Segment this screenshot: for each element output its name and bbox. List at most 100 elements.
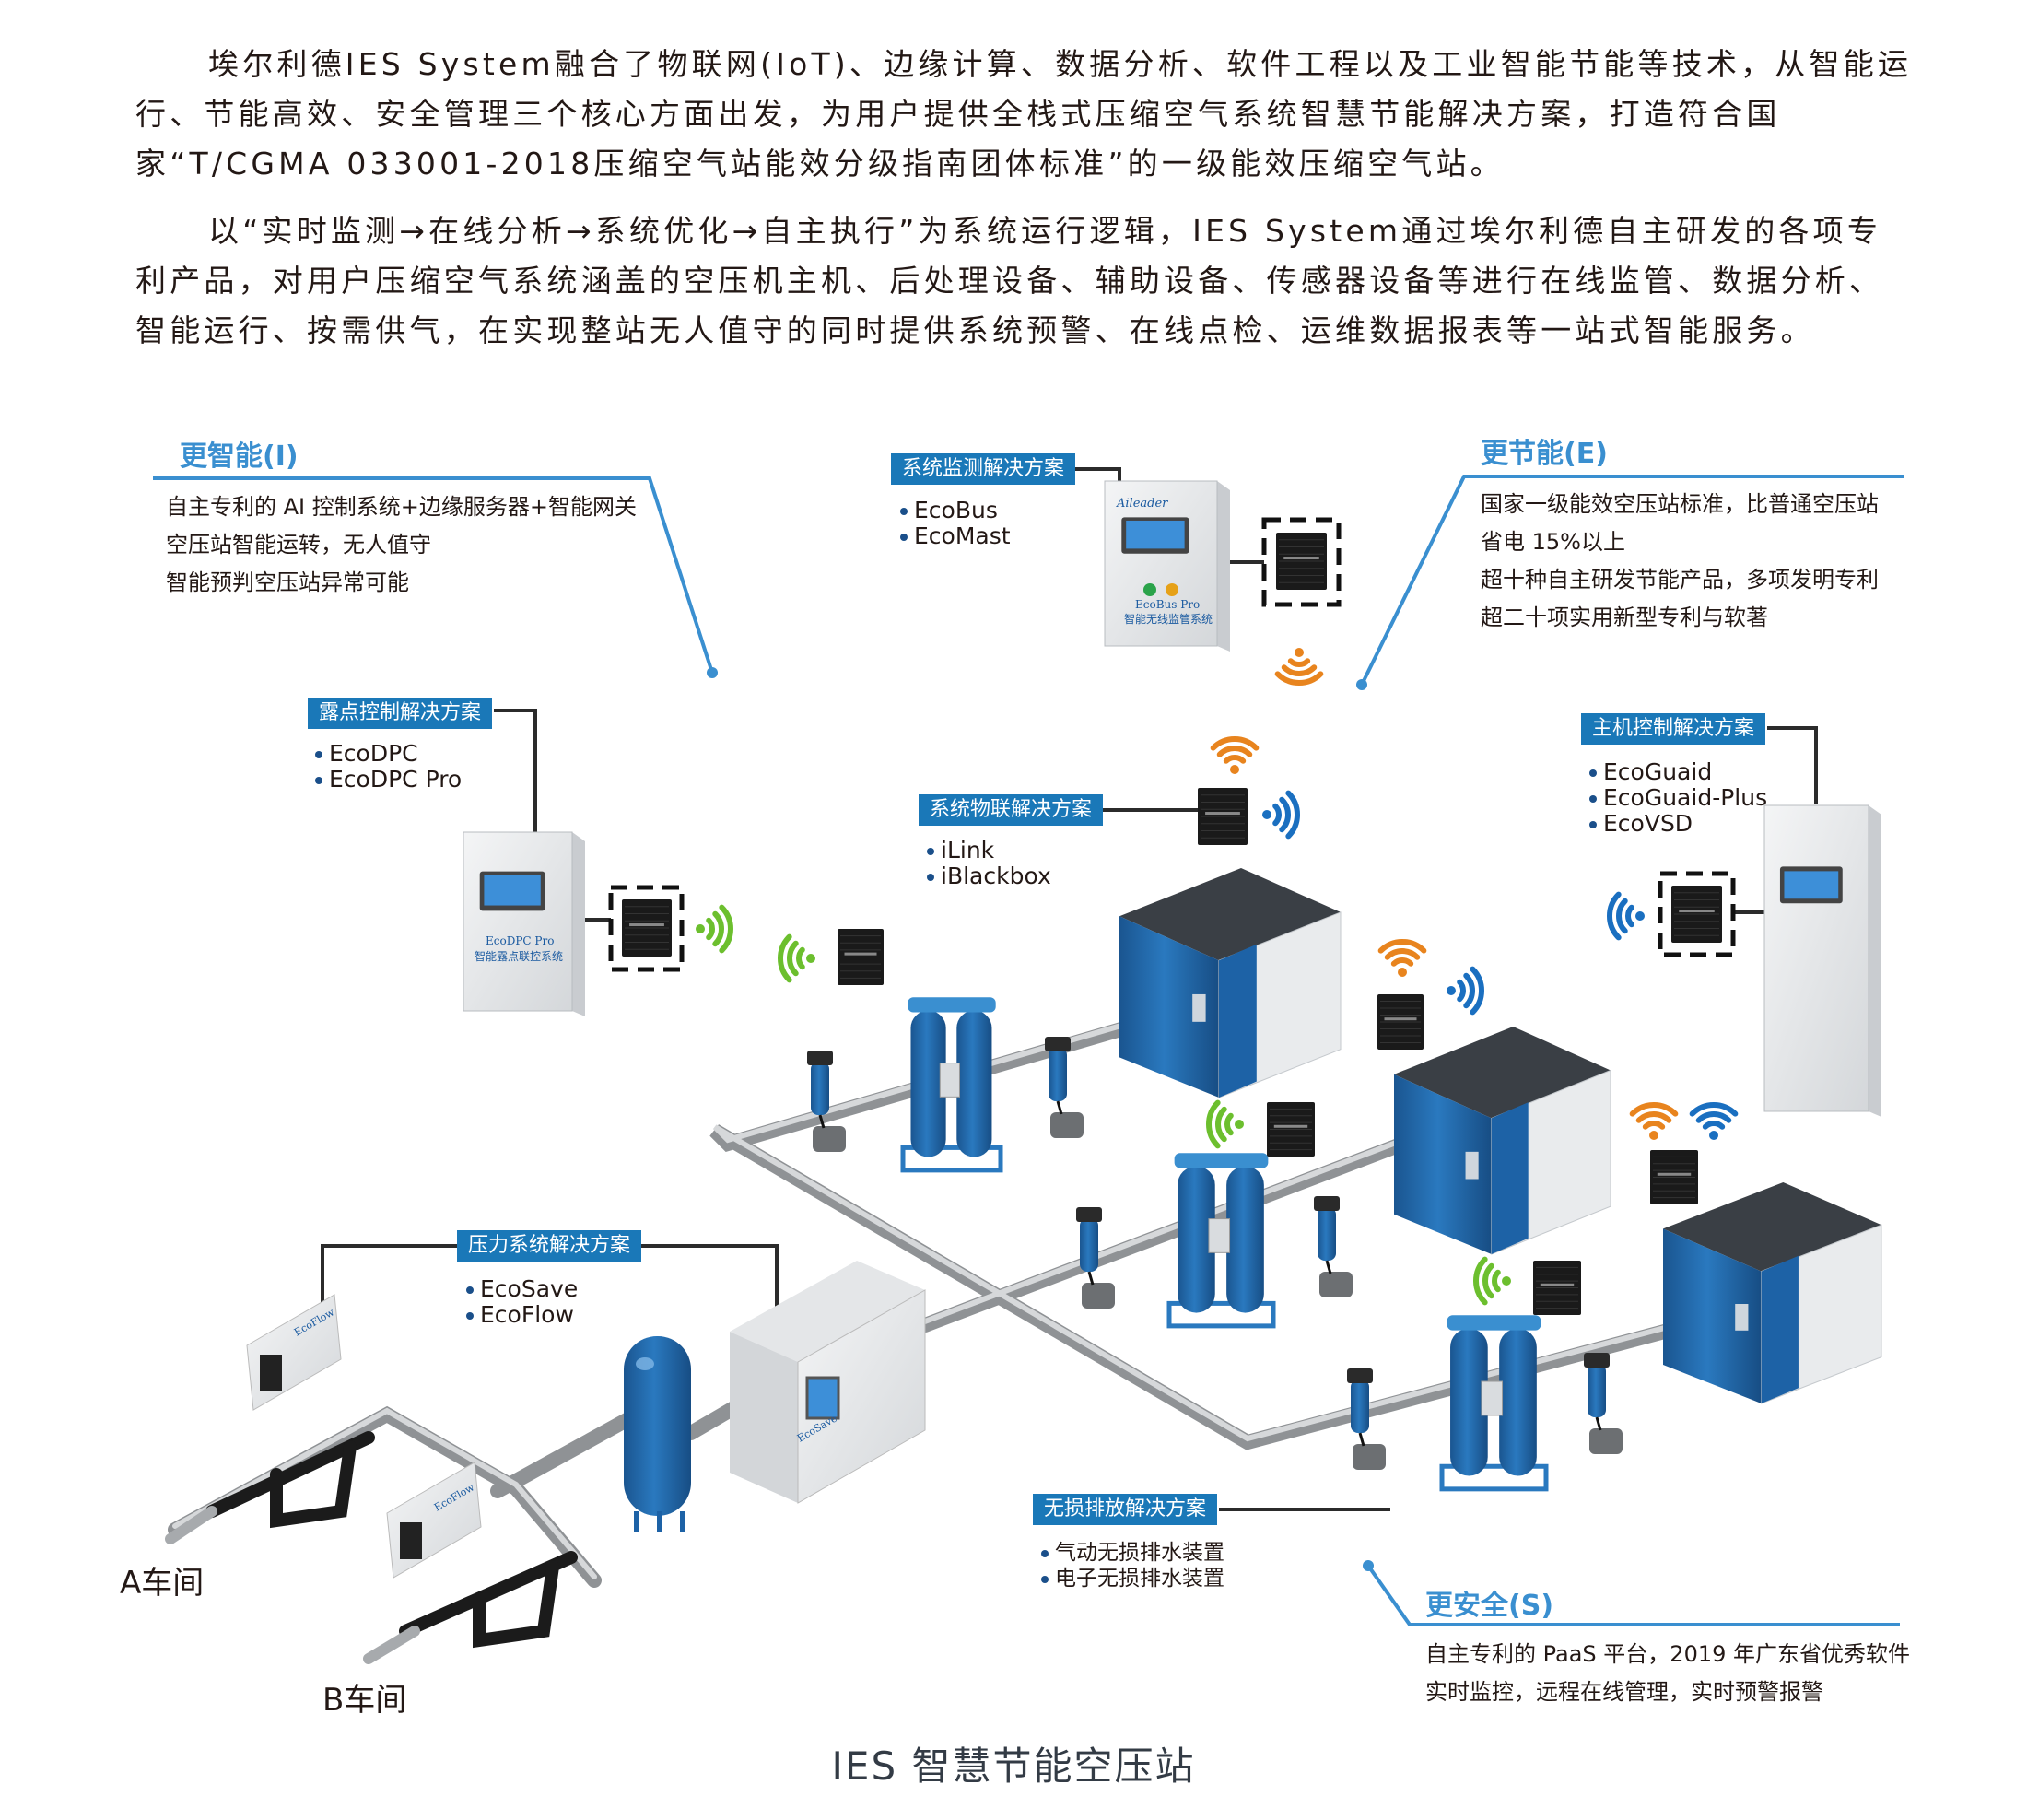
wifi-icon: [1447, 966, 1484, 1016]
tank-leg: [680, 1511, 685, 1532]
wifi-arc: [1224, 1112, 1234, 1136]
dewpoint-connector: [494, 709, 537, 832]
dryer-top-pipe: [908, 997, 996, 1013]
filter-body: [1351, 1380, 1369, 1433]
filter-body: [1318, 1207, 1336, 1261]
ecosave-left: [730, 1332, 798, 1503]
compressor-front: [1119, 916, 1219, 1098]
gateway-label-strip: [844, 952, 877, 956]
wifi-dot: [1709, 1131, 1718, 1140]
ecosave-front: [797, 1289, 926, 1504]
wifi-icon: [1629, 1102, 1679, 1140]
wifi-arc: [1616, 898, 1628, 934]
wifi-arc: [1215, 1106, 1227, 1143]
drain-solution-list: 气动无损排水装置 电子无损排水装置: [1041, 1540, 1224, 1591]
equipment: [246, 480, 1882, 1579]
panel-body: [386, 1462, 482, 1579]
dryer-panel: [1208, 1218, 1231, 1253]
host-connector: [1767, 726, 1818, 804]
wifi-arc: [1463, 972, 1475, 1009]
air-compressor-1: [1119, 868, 1342, 1098]
dryer-tower: [910, 1010, 946, 1157]
pressure-connector-left: [321, 1244, 457, 1304]
drain-hose: [1595, 1416, 1602, 1431]
wifi-dot: [1649, 1131, 1658, 1140]
compressor-control: [1465, 1151, 1479, 1180]
compressor-side-panel: [1491, 1102, 1529, 1254]
dryer-panel: [939, 1063, 960, 1098]
list-item: EcoDPC Pro: [315, 767, 462, 793]
wifi-arc: [712, 910, 724, 947]
dryer-top-pipe: [1447, 1315, 1541, 1331]
gateway-label-strip: [1283, 557, 1319, 560]
list-item: EcoGuaid: [1589, 759, 1767, 785]
wifi-arc: [1223, 755, 1247, 764]
smart-pillar-line: [153, 476, 714, 674]
wifi-dot: [696, 924, 705, 933]
workshop-a-inlet: [165, 1506, 217, 1544]
wifi-dot: [1262, 810, 1271, 819]
wifi-arc: [1470, 966, 1484, 1016]
wifi-dot: [1230, 765, 1239, 774]
compressor-top: [1394, 1027, 1611, 1119]
filter-head: [1076, 1207, 1102, 1222]
energy-pillar-dot: [1356, 679, 1367, 690]
drain-solution-label: 无损排放解决方案: [1033, 1494, 1218, 1525]
drain-hose: [818, 1114, 826, 1129]
filter-head: [1045, 1037, 1071, 1051]
drain-valve: [1082, 1283, 1115, 1309]
safety-pillar-line: [1366, 1564, 1900, 1626]
wifi-arc: [1629, 1102, 1679, 1117]
cabinet-side: [1217, 481, 1230, 652]
ecosave-top: [730, 1261, 925, 1362]
wifi-icon: [1377, 939, 1427, 977]
filter-with-drain: [1076, 1207, 1115, 1309]
filter-with-drain: [1045, 1037, 1084, 1138]
wifi-icon: [1274, 648, 1324, 686]
filter-head: [1314, 1196, 1340, 1211]
list-item: iLink: [927, 838, 1051, 863]
wifi-arc: [1210, 736, 1260, 751]
iot-solution-label: 系统物联解决方案: [919, 794, 1104, 826]
pressure-solution-label: 压力系统解决方案: [457, 1230, 642, 1262]
host-gateway: [1671, 886, 1722, 943]
filter-with-drain: [807, 1051, 846, 1152]
wifi-arc: [719, 904, 733, 954]
energy-pillar-line-4: 超二十项实用新型专利与软著: [1481, 605, 1768, 630]
wifi-arc: [1695, 1111, 1732, 1123]
wifi-dot: [1635, 911, 1645, 921]
air-dryer-3: [1439, 1315, 1549, 1492]
safety-pillar-line-2: 实时监控，远程在线管理，实时预警报警: [1425, 1679, 1823, 1705]
drain-valve: [813, 1126, 846, 1152]
pipe-tank-to-workshops: [490, 1403, 652, 1498]
monitoring-solution-label: 系统监测解决方案: [891, 453, 1076, 485]
panel-display: [260, 1355, 282, 1391]
tank-leg: [657, 1511, 662, 1532]
energy-pillar-description: 国家一级能效空压站标准，比普通空压站 省电 15%以上 超十种自主研发节能产品，…: [1481, 486, 1879, 637]
wifi-arc: [1274, 671, 1324, 686]
compressor-side-panel: [1761, 1255, 1799, 1403]
dewpoint-solution-label: 露点控制解决方案: [308, 698, 493, 729]
wifi-dot: [1447, 986, 1456, 995]
pressure-connector-right: [640, 1244, 779, 1312]
workshop-b-bypass: [473, 1560, 559, 1649]
panel-display: [400, 1522, 422, 1559]
wifi-arc: [1390, 957, 1414, 967]
workshop-a-bypass: [270, 1440, 357, 1529]
ecodpc-cabinet: [463, 831, 585, 1016]
page-title: IES 智慧节能空压站: [831, 1744, 1196, 1789]
gateway-label-strip: [629, 923, 664, 927]
cabinet-side: [572, 832, 585, 1016]
ecoflow-panel-a: [246, 1294, 342, 1411]
safety-pillar-line-1: 自主专利的 PaaS 平台，2019 年广东省优秀软件: [1425, 1641, 1911, 1667]
filter-head: [1347, 1368, 1373, 1383]
wifi-arc: [1607, 891, 1622, 941]
air-dryer-2: [1166, 1153, 1276, 1329]
gateway-label-strip: [1205, 812, 1240, 816]
ecodpc-model: EcoDPC Pro: [486, 934, 554, 947]
filter-with-drain: [1584, 1353, 1623, 1454]
list-item: EcoVSD: [1589, 811, 1767, 837]
wifi-arc: [778, 933, 792, 983]
air-compressor-3: [1663, 1182, 1882, 1404]
